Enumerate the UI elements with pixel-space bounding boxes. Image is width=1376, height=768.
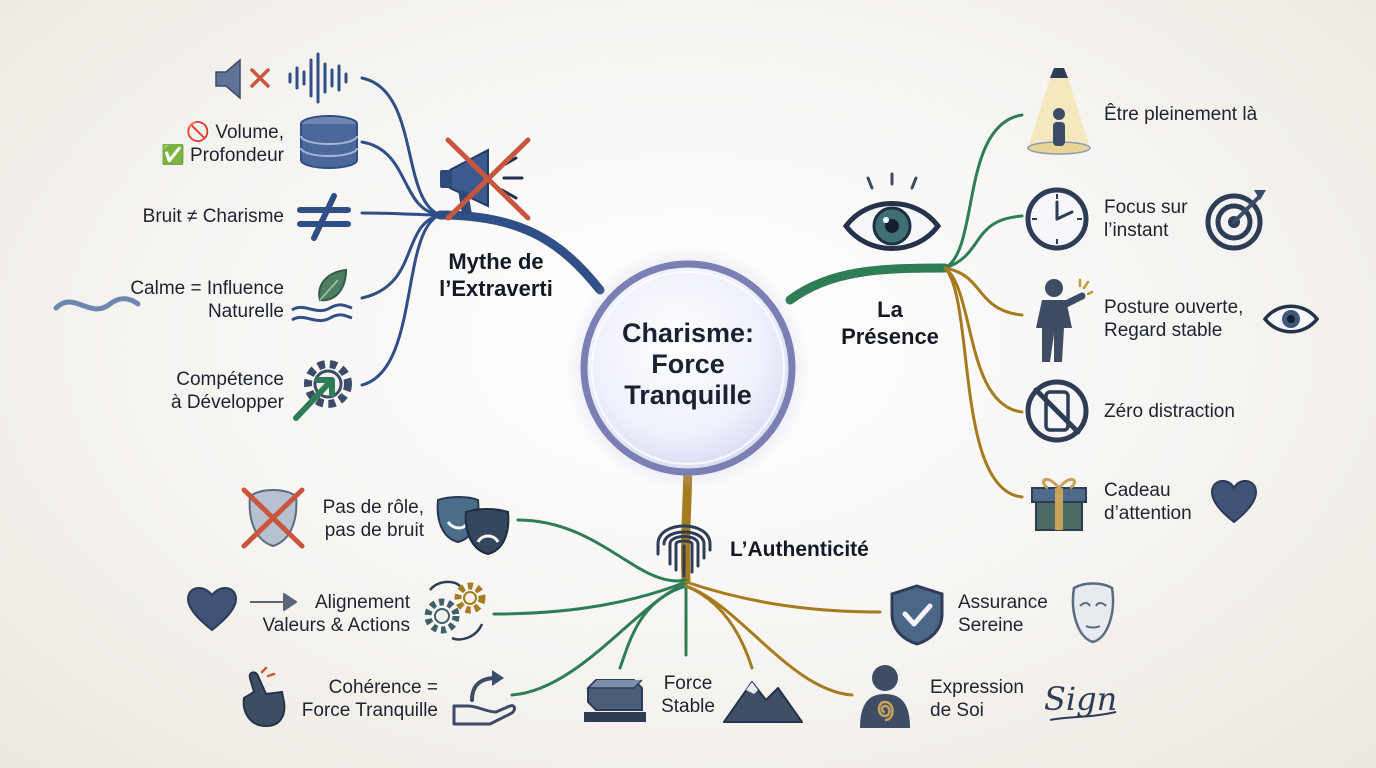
presence-item-3-label: Posture ouverte, Regard stable xyxy=(1104,296,1274,342)
auth-item-6-label: Expression de Soi xyxy=(930,676,1040,722)
heart-arrow-icon xyxy=(186,586,298,634)
presence-item-4-line-1: Zéro distraction xyxy=(1104,401,1235,422)
muted-speaker-icon xyxy=(212,56,274,102)
presence-item-2-label: Focus sur l’instant xyxy=(1104,196,1214,242)
stone-block-icon xyxy=(582,672,648,724)
auth-item-4-line-2: Stable xyxy=(661,696,715,717)
central-title-line-2: Force xyxy=(651,349,725,379)
shield-check-icon xyxy=(886,582,948,648)
auth-item-4-line-1: Force xyxy=(663,673,713,694)
presence-item-2-line-1: Focus sur xyxy=(1104,197,1188,218)
layered-disc-icon xyxy=(298,114,360,172)
wave-icon xyxy=(53,290,141,320)
auth-item-5-label: Assurance Sereine xyxy=(958,591,1068,637)
auth-item-1-label: Pas de rôle, pas de bruit xyxy=(270,496,424,542)
myth-item-1-line-2: ✅ Profondeur xyxy=(161,145,284,166)
auth-item-1-line-2: pas de bruit xyxy=(324,520,424,541)
crossed-mask-icon xyxy=(240,484,306,550)
presence-title-line-2: Présence xyxy=(841,324,939,349)
crossed-megaphone-icon xyxy=(436,132,540,224)
myth-item-2-line-1: Bruit ≠ Charisme xyxy=(142,206,284,227)
presence-item-3-line-2: Regard stable xyxy=(1104,320,1223,341)
calm-mask-icon xyxy=(1066,580,1120,646)
myth-item-3-label: Calme = Influence Naturelle xyxy=(100,277,284,323)
person-posture-icon xyxy=(1026,276,1094,364)
myth-item-2-label: Bruit ≠ Charisme xyxy=(100,205,284,228)
auth-item-2-label: Alignement Valeurs & Actions xyxy=(230,591,410,637)
clock-icon xyxy=(1024,186,1090,252)
hand-arrow-icon xyxy=(450,666,518,726)
person-spiral-icon xyxy=(854,662,916,730)
myth-item-1-line-1: 🚫 Volume, xyxy=(186,122,284,143)
myth-item-3-line-1: Calme = Influence xyxy=(130,278,284,299)
presence-item-5-line-2: d’attention xyxy=(1104,503,1192,524)
auth-item-5-line-1: Assurance xyxy=(958,592,1048,613)
auth-item-2-line-2: Valeurs & Actions xyxy=(262,615,410,636)
myth-item-4-line-1: Compétence xyxy=(176,369,284,390)
presence-item-5-label: Cadeau d’attention xyxy=(1104,479,1214,525)
central-title-line-1: Charisme: xyxy=(621,318,755,348)
gift-icon xyxy=(1028,468,1090,532)
heart-icon xyxy=(1210,479,1258,524)
presence-branch-lines xyxy=(785,113,1024,499)
central-node xyxy=(580,260,796,476)
presence-title-line-1: La xyxy=(877,297,903,322)
eye-icon xyxy=(842,172,942,256)
myth-branch-lines xyxy=(360,76,605,387)
signature-icon: Sign xyxy=(1040,672,1120,728)
presence-item-4-label: Zéro distraction xyxy=(1104,400,1284,423)
myth-item-3-line-2: Naturelle xyxy=(207,301,284,322)
authenticity-title-text: L’Authenticité xyxy=(730,538,869,561)
gear-arrow-icon xyxy=(290,352,356,422)
myth-title-line-2: l’Extraverti xyxy=(439,276,553,301)
mountain-icon xyxy=(722,670,804,724)
central-title-line-3: Tranquille xyxy=(624,380,752,410)
auth-item-3-line-2: Force Tranquille xyxy=(301,700,438,721)
auth-item-6-line-1: Expression xyxy=(930,677,1024,698)
auth-item-3-line-1: Cohérence = xyxy=(328,677,438,698)
authenticity-branch-title: L’Authenticité xyxy=(730,536,890,563)
presence-branch-title: La Présence xyxy=(830,296,950,350)
presence-item-3-line-1: Posture ouverte, xyxy=(1104,297,1244,318)
sound-wave-icon xyxy=(286,52,352,104)
presence-item-1-line-1: Être pleinement là xyxy=(1104,104,1258,125)
myth-item-4-line-2: à Développer xyxy=(170,392,284,413)
auth-item-1-line-1: Pas de rôle, xyxy=(322,497,424,518)
auth-item-2-line-1: Alignement xyxy=(314,592,410,613)
myth-branch-title: Mythe de l’Extraverti xyxy=(420,248,572,302)
leaf-icon xyxy=(290,266,354,326)
theater-masks-icon xyxy=(434,496,512,558)
myth-item-1-label: 🚫 Volume, ✅ Profondeur xyxy=(100,121,284,167)
myth-title-line-1: Mythe de xyxy=(448,249,544,274)
auth-item-4-label: Force Stable xyxy=(650,672,726,718)
spotlight-person-icon xyxy=(1024,66,1094,158)
authenticity-branch-lines xyxy=(492,450,882,697)
no-phone-icon xyxy=(1024,378,1090,444)
auth-item-6-line-2: de Soi xyxy=(930,700,984,721)
presence-item-5-line-1: Cadeau xyxy=(1104,480,1171,501)
small-eye-icon xyxy=(1262,300,1320,338)
central-title: Charisme: Force Tranquille xyxy=(582,318,794,411)
presence-item-1-label: Être pleinement là xyxy=(1104,103,1324,126)
target-icon xyxy=(1204,186,1270,252)
gears-icon xyxy=(420,576,492,646)
signature-text: Sign xyxy=(1044,680,1117,718)
fingerprint-icon xyxy=(654,514,714,580)
auth-item-3-label: Cohérence = Force Tranquille xyxy=(270,676,438,722)
fingers-crossed-icon xyxy=(236,666,288,728)
not-equal-icon xyxy=(296,192,352,242)
auth-item-5-line-2: Sereine xyxy=(958,615,1024,636)
myth-item-4-label: Compétence à Développer xyxy=(100,368,284,414)
presence-item-2-line-2: l’instant xyxy=(1104,220,1169,241)
